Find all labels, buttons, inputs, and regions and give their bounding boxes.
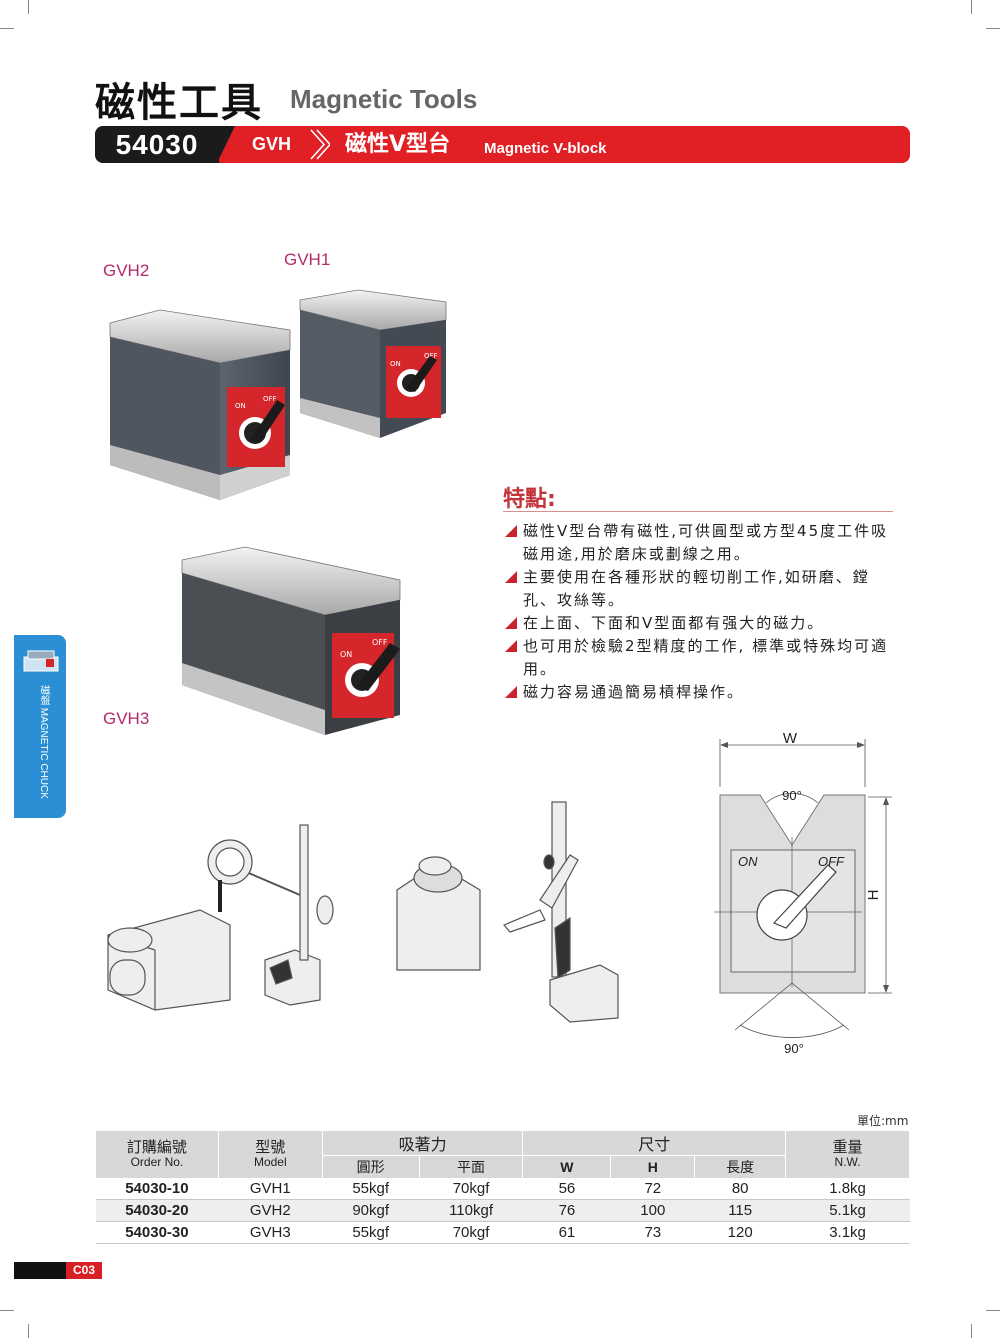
page-title: 磁性工具 — [95, 80, 263, 126]
header-flat: 平面 — [418, 1155, 524, 1178]
cell-round-force: 55kgf — [322, 1177, 420, 1200]
diagram-on-label: ON — [738, 854, 758, 869]
switch-off-label: OFF — [263, 395, 277, 403]
unit-note: 單位:mm — [857, 1114, 909, 1128]
switch-off-label-gvh3: OFF — [372, 638, 388, 647]
feature-item: 磁力容易通過簡易槓桿操作。 — [503, 681, 903, 704]
header-h: H — [610, 1155, 696, 1178]
section-side-tab[interactable]: 磁盤 MAGNETIC CHUCK — [14, 635, 66, 818]
product-name-cn: 磁性V型台 — [345, 132, 451, 157]
header-length: 長度 — [694, 1155, 787, 1178]
cell-flat-force: 110kgf — [419, 1199, 523, 1222]
cell-w: 56 — [522, 1177, 611, 1200]
feature-item: 主要使用在各種形狀的輕切削工作,如研磨、鏜孔、攻絲等。 — [503, 566, 903, 612]
cell-round-force: 90kgf — [322, 1199, 420, 1222]
cell-flat-force: 70kgf — [419, 1177, 523, 1200]
page-number: C03 — [66, 1262, 102, 1279]
product-code: 54030 — [95, 126, 219, 163]
cell-round-force: 55kgf — [322, 1221, 420, 1244]
header-weight: 重量 N.W. — [785, 1131, 910, 1178]
cell-w: 61 — [522, 1221, 611, 1244]
header-holding-force: 吸著力 — [321, 1131, 524, 1156]
switch-on-label-gvh3: ON — [340, 650, 352, 659]
cell-weight: 3.1kg — [785, 1221, 910, 1244]
usage-illustrations — [107, 801, 619, 1023]
model-label-gvh2: GVH2 — [103, 261, 150, 280]
cell-h: 73 — [610, 1221, 695, 1244]
cell-model: GVH1 — [218, 1177, 323, 1200]
feature-item: 在上面、下面和V型面都有强大的磁力。 — [503, 612, 903, 635]
header-order-no: 訂購編號 Order No. — [95, 1131, 219, 1178]
page-number-tab: C03 — [14, 1262, 102, 1279]
diagram-off-label: OFF — [818, 854, 845, 869]
cell-flat-force: 70kgf — [419, 1221, 523, 1244]
spec-table: 訂購編號 Order No. 型號 Model 吸著力 尺寸 重量 N.W. 圓… — [95, 1131, 910, 1244]
magnetic-chuck-icon — [23, 650, 59, 672]
cell-h: 100 — [610, 1199, 695, 1222]
page-subtitle: Magnetic Tools — [290, 84, 478, 114]
features-divider — [503, 511, 893, 512]
table-row: 54030-30 GVH3 55kgf 70kgf 61 73 120 3.1k… — [95, 1221, 910, 1244]
cell-weight: 5.1kg — [785, 1199, 910, 1222]
features-list: 磁性V型台帶有磁性,可供圓型或方型45度工件吸磁用途,用於磨床或劃線之用。 主要… — [503, 520, 903, 704]
model-label-gvh3: GVH3 — [103, 709, 150, 728]
side-tab-label: 磁盤 MAGNETIC CHUCK — [38, 685, 49, 799]
cell-length: 120 — [694, 1221, 786, 1244]
features-title: 特點: — [503, 487, 556, 512]
cell-model: GVH3 — [218, 1221, 323, 1244]
cell-length: 115 — [694, 1199, 786, 1222]
table-row: 54030-20 GVH2 90kgf 110kgf 76 100 115 5.… — [95, 1199, 910, 1222]
header-dimensions: 尺寸 — [522, 1131, 787, 1156]
chevron-right-icon — [310, 129, 330, 160]
angle-top-label: 90° — [782, 788, 802, 803]
feature-item: 磁性V型台帶有磁性,可供圓型或方型45度工件吸磁用途,用於磨床或劃線之用。 — [503, 520, 903, 566]
feature-item: 也可用於檢驗2型精度的工作, 標準或特殊均可適用。 — [503, 635, 903, 681]
vblock-photo-gvh2: ON OFF — [109, 309, 291, 500]
angle-bottom-label: 90° — [784, 1041, 804, 1056]
header-round: 圓形 — [321, 1155, 420, 1178]
cell-h: 72 — [610, 1177, 695, 1200]
switch-off-label-gvh1: OFF — [424, 352, 438, 360]
table-row: 54030-10 GVH1 55kgf 70kgf 56 72 80 1.8kg — [95, 1177, 910, 1200]
switch-on-label-gvh1: ON — [390, 360, 401, 368]
cell-order-no: 54030-30 — [95, 1221, 219, 1244]
vblock-photo-gvh3: ON OFF — [181, 546, 401, 735]
product-series: GVH — [252, 134, 292, 154]
dim-w-label: W — [783, 730, 798, 747]
product-header-bar: 54030 GVH 磁性V型台 Magnetic V-block — [95, 126, 910, 163]
cell-order-no: 54030-10 — [95, 1177, 219, 1200]
header-model: 型號 Model — [217, 1131, 323, 1178]
dimension-diagram: W 90° ON OFF H 90° — [714, 730, 892, 1056]
cell-order-no: 54030-20 — [95, 1199, 219, 1222]
header-w: W — [522, 1155, 612, 1178]
cell-length: 80 — [694, 1177, 786, 1200]
vblock-photo-gvh1: ON OFF — [299, 289, 447, 438]
cell-w: 76 — [522, 1199, 611, 1222]
model-label-gvh1: GVH1 — [284, 250, 331, 269]
cell-weight: 1.8kg — [785, 1177, 910, 1200]
dim-h-label: H — [865, 890, 882, 901]
product-name-en: Magnetic V-block — [484, 140, 607, 157]
cell-model: GVH2 — [218, 1199, 323, 1222]
switch-on-label: ON — [235, 402, 246, 410]
